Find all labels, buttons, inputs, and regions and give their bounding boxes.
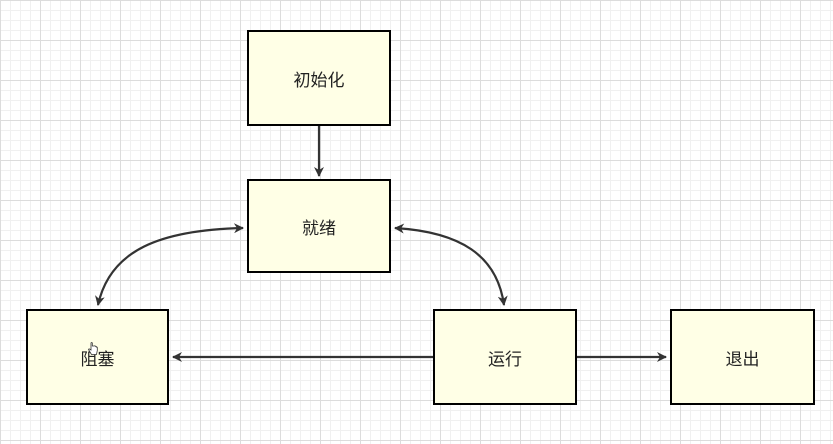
node-ready-label: 就绪 — [302, 218, 336, 239]
node-run-label: 运行 — [488, 349, 522, 370]
node-block-label: 阻塞 — [80, 349, 115, 370]
node-block[interactable]: 阻塞 — [26, 309, 169, 405]
node-ready[interactable]: 就绪 — [247, 179, 391, 273]
node-init[interactable]: 初始化 — [247, 30, 391, 126]
node-exit-label: 退出 — [725, 349, 760, 370]
node-run[interactable]: 运行 — [433, 309, 577, 405]
node-init-label: 初始化 — [293, 70, 345, 91]
node-exit[interactable]: 退出 — [670, 309, 815, 405]
edge-ready-block[interactable] — [95, 223, 244, 306]
edge-ready-run[interactable] — [394, 223, 508, 306]
